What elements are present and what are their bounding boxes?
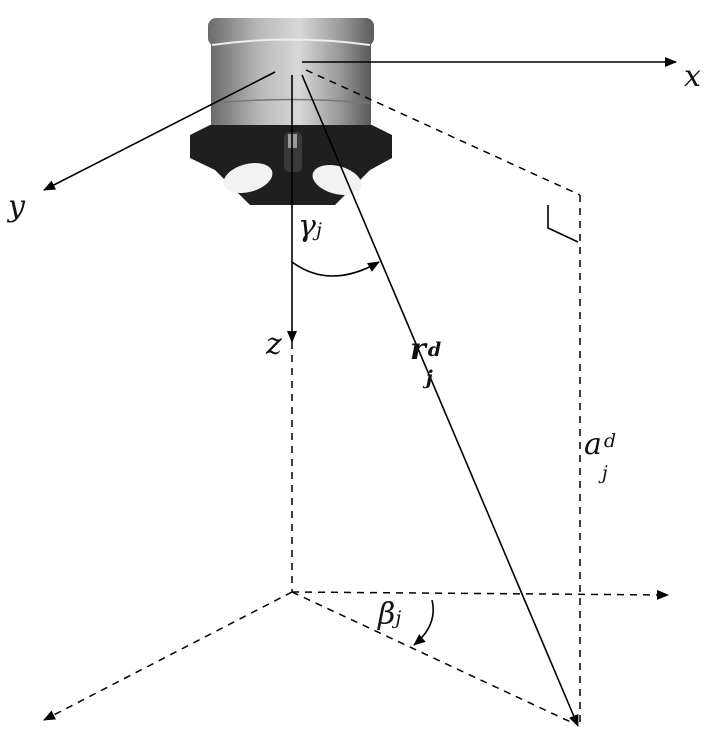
beta-symbol: β <box>378 597 396 632</box>
gamma-arc <box>291 261 380 277</box>
r-superscript: d <box>427 339 442 361</box>
r-vector-arrow <box>301 74 579 727</box>
gamma-subscript: j <box>315 219 322 241</box>
r-subscript: j <box>425 367 433 389</box>
a-symbol: a <box>584 427 602 462</box>
beta-subscript: j <box>395 607 402 629</box>
z-axis-label: z <box>266 327 282 362</box>
beta-label: βj <box>378 600 401 630</box>
gamma-label: γj <box>298 212 322 242</box>
gamma-symbol: γ <box>298 209 316 244</box>
beta-arc <box>413 599 434 646</box>
r-symbol: r <box>410 332 426 367</box>
x-axis-label: x <box>684 59 701 94</box>
construction-lines <box>43 69 669 725</box>
a-superscript: d <box>603 430 617 452</box>
sensor-device <box>190 18 392 205</box>
a-subscript: j <box>601 462 608 484</box>
right-angle-mark <box>547 205 579 243</box>
y-axis-label: y <box>8 189 25 224</box>
y-axis-arrow <box>43 71 276 191</box>
